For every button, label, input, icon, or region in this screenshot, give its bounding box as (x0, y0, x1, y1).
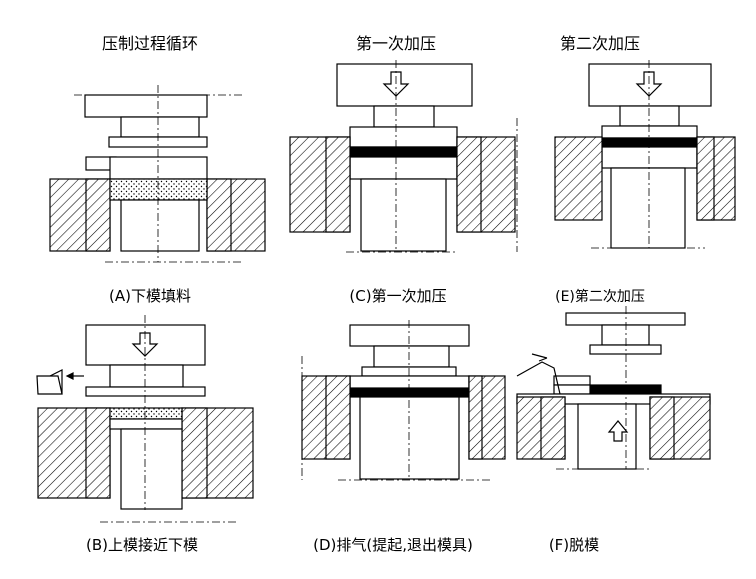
right-die-insert (696, 136, 715, 221)
lower-punch (120, 199, 200, 252)
right-die-insert (649, 396, 675, 460)
upper-punch (373, 105, 435, 128)
upper-punch (619, 105, 680, 127)
left-die-block (554, 136, 603, 221)
panel-c-title: 第一次加压 (356, 34, 436, 53)
fill-shoe-handle (49, 369, 63, 394)
panel-b-caption: (B)上模接近下模 (86, 536, 198, 554)
upper-punch (120, 116, 200, 138)
panel-d-caption: (D)排气(提起,退出模具) (313, 536, 473, 554)
die-cavity (109, 418, 183, 430)
compact-vented (349, 387, 470, 398)
upper-punch (109, 364, 184, 388)
upper-punch (373, 345, 450, 368)
powder-fill (109, 178, 208, 201)
panel-c-caption: (C)第一次加压 (349, 287, 446, 305)
down-arrow-icon (131, 332, 159, 357)
right-die-insert (181, 407, 208, 499)
panel-e-caption: (E)第二次加压 (555, 288, 645, 305)
panel-f-caption: (F)脱模 (549, 536, 599, 554)
die-cavity-guide (109, 156, 208, 180)
panel-f-ejection (516, 306, 711, 470)
transfer-slide (553, 375, 591, 386)
left-die-insert (540, 396, 566, 460)
die-cavity (349, 156, 458, 180)
diagram-title: 压制过程循环 (102, 34, 198, 53)
die-cavity (601, 146, 698, 169)
ejected-compact (589, 384, 662, 395)
upper-press-platen (565, 312, 686, 326)
upper-punch-plate (601, 125, 698, 139)
upper-punch-plate (349, 126, 458, 148)
panel-b-upper-die-approaching (36, 315, 254, 523)
upper-punch-plate (589, 344, 662, 355)
upper-punch-plate (85, 386, 206, 397)
panel-c-first-pressing (289, 60, 518, 253)
compact-second-pressed (601, 137, 698, 148)
lower-punch (360, 178, 447, 252)
panel-a-caption: (A)下模填料 (109, 287, 191, 305)
right-arrow-icon (531, 353, 548, 362)
left-die-insert (325, 136, 351, 233)
upper-press-platen (349, 324, 470, 347)
lower-punch (359, 396, 460, 480)
right-die-insert (456, 136, 482, 233)
panel-d-venting (301, 320, 506, 481)
die-cavity-top (349, 375, 470, 389)
powder-fill (109, 407, 183, 420)
lower-punch (120, 428, 183, 510)
left-die-insert (85, 407, 111, 499)
panel-e-second-pressing (554, 60, 736, 249)
lower-punch (577, 403, 637, 470)
upper-punch (601, 324, 650, 346)
upper-press-platen (84, 94, 208, 118)
right-die-insert (206, 178, 232, 252)
lower-punch (610, 167, 686, 249)
right-die-insert (468, 375, 483, 460)
panel-e-title: 第二次加压 (560, 34, 640, 53)
up-arrow-icon (607, 420, 629, 442)
fill-shoe-icon (36, 375, 63, 395)
compact-first-pressed (349, 146, 458, 158)
panel-a-fill-lower-die (49, 85, 266, 263)
kicker-arm (516, 361, 561, 395)
left-die-insert (85, 178, 111, 252)
left-die-insert (325, 375, 351, 460)
